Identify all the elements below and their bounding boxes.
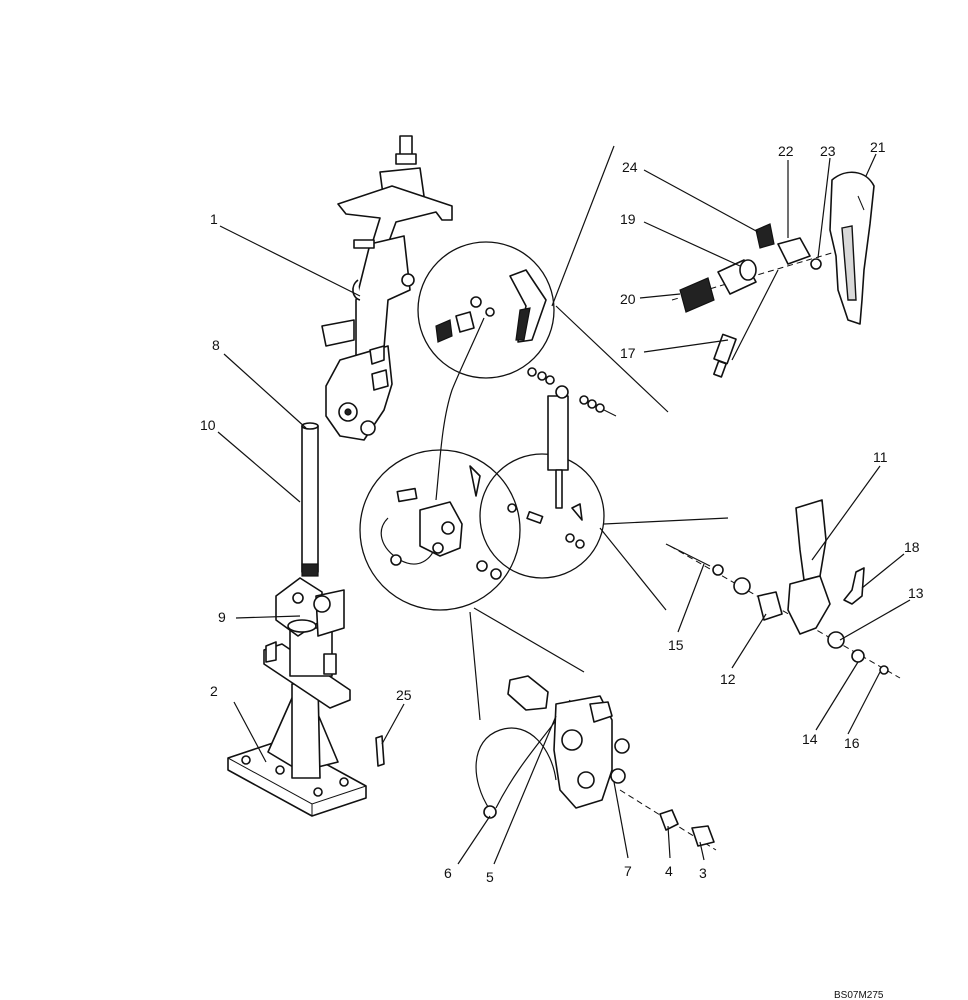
callout-5: 5 xyxy=(486,869,494,885)
handle-assembly-lower xyxy=(665,499,901,679)
callout-10: 10 xyxy=(200,417,216,433)
detail-circle-right xyxy=(479,385,605,579)
callout-13: 13 xyxy=(908,585,924,601)
detail-circle-upper xyxy=(417,241,555,501)
callout-20: 20 xyxy=(620,291,636,307)
callout-25: 25 xyxy=(396,687,412,703)
callout-4: 4 xyxy=(665,863,673,879)
callout-18: 18 xyxy=(904,539,920,555)
callout-2: 2 xyxy=(210,683,218,699)
key-pin xyxy=(375,735,385,767)
callout-12: 12 xyxy=(720,671,736,687)
pedestal-base xyxy=(227,577,367,817)
detail-reference-lines xyxy=(469,145,729,721)
callout-17: 17 xyxy=(620,345,636,361)
callout-11: 11 xyxy=(873,449,888,465)
callout-16: 16 xyxy=(844,735,860,751)
column-rod xyxy=(301,422,319,577)
callout-7: 7 xyxy=(624,863,632,879)
callout-21: 21 xyxy=(870,139,886,155)
valve-assembly xyxy=(475,675,717,851)
callout-1: 1 xyxy=(210,211,218,227)
callout-leaders xyxy=(217,153,911,865)
callout-24: 24 xyxy=(622,159,638,175)
callout-3: 3 xyxy=(699,865,707,881)
handle-assembly-upper xyxy=(671,171,875,378)
callout-8: 8 xyxy=(212,337,220,353)
callout-9: 9 xyxy=(218,609,226,625)
callout-6: 6 xyxy=(444,865,452,881)
callout-labels: 1 2 3 4 5 6 7 8 9 10 11 12 13 14 15 16 1… xyxy=(200,139,924,885)
callout-15: 15 xyxy=(668,637,684,653)
callout-22: 22 xyxy=(778,143,794,159)
steering-column xyxy=(321,135,453,441)
callout-14: 14 xyxy=(802,731,818,747)
drawing-reference-code: BS07M275 xyxy=(834,990,884,1000)
callout-23: 23 xyxy=(820,143,836,159)
callout-19: 19 xyxy=(620,211,636,227)
detail-circle-left xyxy=(359,449,521,611)
gas-spring-hardware xyxy=(527,367,617,417)
